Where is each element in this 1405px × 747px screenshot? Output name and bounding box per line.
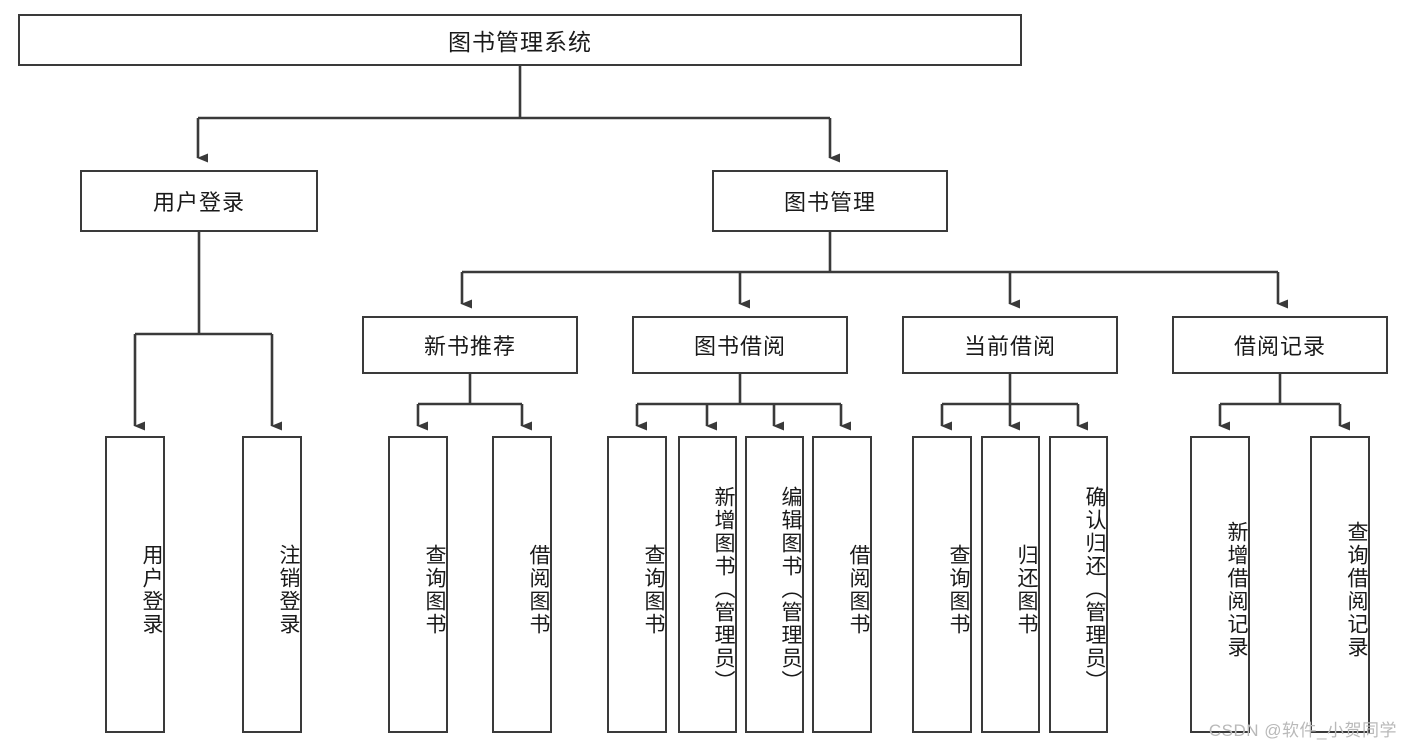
node-leaf-query-book-1-label: 查询图书 xyxy=(423,543,446,636)
node-leaf-add-record-label: 新增借阅记录 xyxy=(1225,520,1248,659)
node-root-system-label: 图书管理系统 xyxy=(448,29,592,55)
csdn-watermark: CSDN @软件_小贺同学 xyxy=(1208,721,1397,740)
node-leaf-return-book[interactable]: 归还图书 xyxy=(981,436,1040,733)
node-new-book-recommend-label: 新书推荐 xyxy=(423,334,516,359)
node-leaf-return-book-label: 归还图书 xyxy=(1015,543,1038,636)
node-leaf-query-book-3[interactable]: 查询图书 xyxy=(912,436,972,733)
node-leaf-query-book-3-label: 查询图书 xyxy=(947,543,970,636)
node-borrow-record[interactable]: 借阅记录 xyxy=(1172,316,1388,374)
node-current-borrow-label: 当前借阅 xyxy=(963,334,1056,359)
node-borrow-record-label: 借阅记录 xyxy=(1233,334,1326,359)
node-book-manage[interactable]: 图书管理 xyxy=(712,170,948,232)
node-leaf-borrow-book-1[interactable]: 借阅图书 xyxy=(492,436,552,733)
node-leaf-query-record[interactable]: 查询借阅记录 xyxy=(1310,436,1370,733)
node-new-book-recommend[interactable]: 新书推荐 xyxy=(362,316,578,374)
node-root-system[interactable]: 图书管理系统 xyxy=(18,14,1022,66)
node-current-borrow[interactable]: 当前借阅 xyxy=(902,316,1118,374)
node-leaf-add-book[interactable]: 新增图书（管理员） xyxy=(678,436,737,733)
node-leaf-query-book-1[interactable]: 查询图书 xyxy=(388,436,448,733)
node-leaf-add-book-label: 新增图书（管理员） xyxy=(712,486,735,693)
node-leaf-user-login[interactable]: 用户登录 xyxy=(105,436,165,733)
node-user-login[interactable]: 用户登录 xyxy=(80,170,318,232)
node-leaf-edit-book-label: 编辑图书（管理员） xyxy=(779,486,802,693)
node-leaf-borrow-book-2-label: 借阅图书 xyxy=(847,543,870,636)
node-leaf-query-record-label: 查询借阅记录 xyxy=(1345,520,1368,659)
node-book-borrow[interactable]: 图书借阅 xyxy=(632,316,848,374)
node-leaf-confirm-return-label: 确认归还（管理员） xyxy=(1083,486,1106,693)
node-leaf-confirm-return[interactable]: 确认归还（管理员） xyxy=(1049,436,1108,733)
node-leaf-user-login-label: 用户登录 xyxy=(140,543,163,636)
node-leaf-add-record[interactable]: 新增借阅记录 xyxy=(1190,436,1250,733)
node-leaf-edit-book[interactable]: 编辑图书（管理员） xyxy=(745,436,804,733)
node-leaf-logout[interactable]: 注销登录 xyxy=(242,436,302,733)
node-leaf-borrow-book-2[interactable]: 借阅图书 xyxy=(812,436,872,733)
node-book-manage-label: 图书管理 xyxy=(783,190,876,215)
node-leaf-borrow-book-1-label: 借阅图书 xyxy=(527,543,550,636)
node-book-borrow-label: 图书借阅 xyxy=(693,334,786,359)
node-leaf-query-book-2-label: 查询图书 xyxy=(642,543,665,636)
node-leaf-logout-label: 注销登录 xyxy=(277,543,300,636)
node-leaf-query-book-2[interactable]: 查询图书 xyxy=(607,436,667,733)
node-user-login-label: 用户登录 xyxy=(152,190,245,215)
